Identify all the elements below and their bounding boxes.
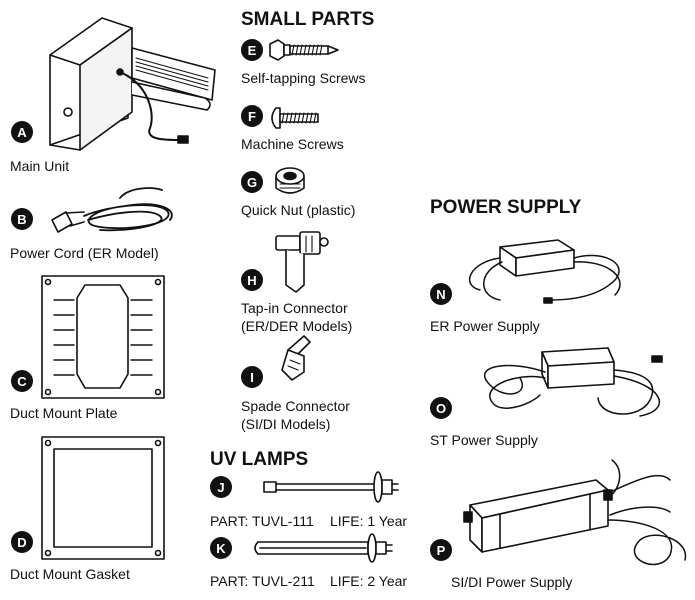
- er-power-supply-illustration: [468, 239, 621, 304]
- badge-d: D: [11, 531, 33, 553]
- uv-lamp-j-illustration: [263, 471, 399, 503]
- main-unit-label: Main Unit: [10, 158, 70, 174]
- power-supply-heading: POWER SUPPLY: [430, 197, 582, 218]
- machine-screw-illustration: [271, 107, 319, 129]
- si-di-power-supply-illustration: [463, 459, 687, 566]
- st-power-supply-label: ST Power Supply: [430, 432, 538, 448]
- badge-p: P: [430, 539, 452, 561]
- tap-in-connector-models-label: (ER/DER Models): [241, 318, 353, 334]
- badge-h: H: [241, 269, 263, 291]
- quick-nut-label: Quick Nut (plastic): [241, 202, 356, 218]
- badge-e: E: [241, 39, 263, 61]
- duct-mount-plate-illustration: [41, 275, 165, 399]
- badge-n: N: [430, 283, 452, 305]
- badge-f: F: [241, 105, 263, 127]
- power-cord-label: Power Cord (ER Model): [10, 245, 159, 261]
- small-parts-heading: SMALL PARTS: [241, 9, 375, 30]
- spade-connector-label: Spade Connector: [241, 398, 350, 414]
- lamp-j-part-label: PART: TUVL-111: [210, 513, 314, 529]
- badge-a: A: [11, 121, 33, 143]
- badge-c: C: [11, 370, 33, 392]
- self-tapping-screws-label: Self-tapping Screws: [241, 70, 366, 86]
- spade-connector-models-label: (SI/DI Models): [241, 416, 331, 432]
- duct-mount-gasket-illustration: [41, 436, 165, 560]
- tap-in-connector-illustration: [275, 231, 329, 293]
- badge-j: J: [210, 476, 232, 498]
- spade-connector-illustration: [281, 335, 311, 381]
- duct-mount-plate-label: Duct Mount Plate: [10, 405, 118, 421]
- si-di-power-supply-label: SI/DI Power Supply: [451, 574, 573, 590]
- tap-in-connector-label: Tap-in Connector: [241, 300, 348, 316]
- quick-nut-illustration: [275, 167, 305, 194]
- self-tapping-screw-illustration: [269, 39, 339, 61]
- lamp-k-life-label: LIFE: 2 Year: [330, 573, 408, 589]
- machine-screws-label: Machine Screws: [241, 136, 344, 152]
- st-power-supply-illustration: [483, 347, 663, 417]
- lamp-k-part-label: PART: TUVL-211: [210, 573, 315, 589]
- duct-mount-gasket-label: Duct Mount Gasket: [10, 566, 130, 582]
- lamp-j-life-label: LIFE: 1 Year: [330, 513, 408, 529]
- power-cord-illustration: [51, 187, 173, 233]
- badge-b: B: [11, 208, 33, 230]
- badge-o: O: [430, 397, 452, 419]
- uv-lamps-heading: UV LAMPS: [210, 449, 309, 470]
- main-unit-illustration: [49, 17, 216, 151]
- uv-lamp-k-illustration: [254, 533, 393, 563]
- badge-g: G: [241, 171, 263, 193]
- badge-k: K: [210, 537, 232, 559]
- er-power-supply-label: ER Power Supply: [430, 318, 540, 334]
- badge-i: I: [241, 366, 263, 388]
